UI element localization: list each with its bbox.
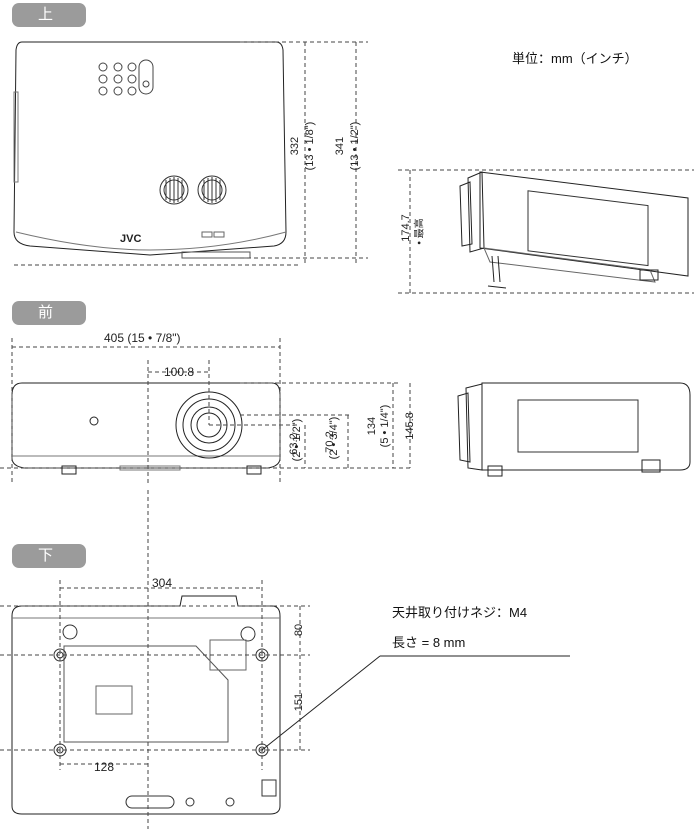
section-tag-front: 前 bbox=[12, 301, 86, 325]
dim-front-body-height: 134 bbox=[366, 416, 378, 436]
dim-bottom-mount-depth: 151 bbox=[293, 692, 305, 712]
dim-top-depth-total-in: (13 • 1/2") bbox=[349, 121, 361, 171]
dim-top-depth-body-in: (13 • 1/8") bbox=[304, 121, 316, 171]
dim-front-lens-center-in: (2 • 1/2") bbox=[291, 418, 303, 462]
dim-front-lens-top-in: (2 • 3/4") bbox=[328, 416, 340, 460]
dim-front-body-height-in: (5 • 1/4") bbox=[379, 404, 391, 448]
section-tag-bottom: 下 bbox=[12, 544, 86, 568]
dim-front-total-height: 145.8 bbox=[404, 412, 416, 440]
screw-label: 天井取り付けネジ：M4 bbox=[392, 605, 528, 620]
dim-front-lens-offset: 100.8 bbox=[164, 365, 195, 379]
dim-top-depth-total: 341 bbox=[334, 136, 346, 156]
dim-bottom-mount-front: 80 bbox=[293, 623, 305, 637]
bottom-view-projector bbox=[11, 595, 281, 815]
side-view-projector-flat bbox=[457, 382, 691, 477]
front-view-projector bbox=[11, 382, 281, 475]
dim-bottom-mount-width: 304 bbox=[152, 576, 173, 590]
section-tag-top: 上 bbox=[12, 3, 86, 27]
dim-front-width: 405 (15 • 7/8") bbox=[104, 331, 181, 345]
dim-top-depth-body: 332 bbox=[289, 136, 301, 156]
dim-side-max-height-note: • 最高 bbox=[414, 218, 426, 245]
side-view-projector-tilted bbox=[459, 171, 689, 289]
screw-length: 長さ = 8 mm bbox=[392, 635, 466, 650]
unit-label: 単位：mm（インチ） bbox=[512, 51, 638, 66]
dim-bottom-mount-left: 128 bbox=[94, 760, 115, 774]
brand-logo: JVC bbox=[120, 233, 141, 245]
top-view-projector bbox=[13, 41, 287, 259]
